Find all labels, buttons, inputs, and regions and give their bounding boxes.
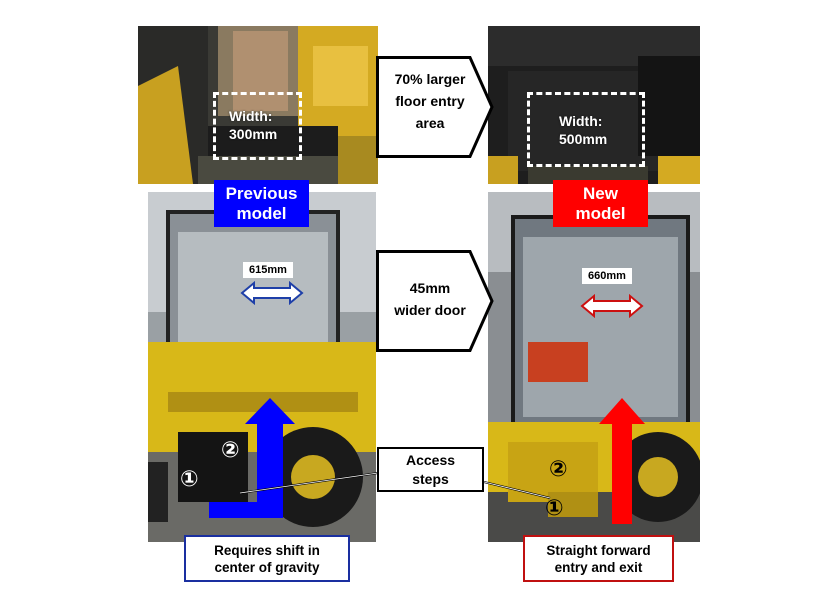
- new-door-width-arrow: [580, 294, 644, 318]
- new-floor-width-box: [527, 92, 645, 167]
- previous-floor-width-label: Width:: [229, 108, 273, 124]
- new-door-width-value: 660mm: [582, 268, 632, 284]
- previous-door-width-value: 615mm: [243, 262, 293, 278]
- new-model-photo: [488, 192, 700, 542]
- previous-caption-line2: center of gravity: [214, 559, 320, 575]
- new-entry-path-arrow: [599, 398, 645, 524]
- new-model-label-line1: New: [583, 183, 618, 203]
- floor-callout-line1: 70% larger: [394, 71, 466, 87]
- door-callout-line1: 45mm: [409, 280, 451, 296]
- access-steps-callout: Access steps: [377, 447, 484, 492]
- previous-caption-line1: Requires shift in: [214, 542, 320, 558]
- new-step-1-marker: ①: [545, 495, 564, 520]
- door-callout-line2: wider door: [394, 302, 466, 318]
- floor-callout-line2: floor entry: [395, 93, 465, 109]
- new-caption-line1: Straight forward: [546, 542, 651, 558]
- access-steps-line1: Access: [405, 452, 456, 468]
- previous-model-label: Previous model: [214, 180, 309, 227]
- previous-model-label-line1: Previous: [225, 183, 298, 203]
- previous-step-1-marker: ①: [180, 466, 199, 491]
- new-floor-width-value: 500mm: [559, 131, 608, 147]
- previous-model-caption: Requires shift in center of gravity: [184, 535, 350, 582]
- previous-model-label-line2: model: [236, 203, 287, 223]
- new-caption-line2: entry and exit: [554, 559, 643, 575]
- previous-floor-photo: [138, 26, 378, 184]
- new-model-label: New model: [553, 180, 648, 227]
- previous-floor-width-box: [213, 92, 302, 160]
- floor-callout-text: 70% larger floor entry area: [380, 68, 480, 134]
- access-steps-line2: steps: [412, 471, 449, 487]
- new-model-label-line2: model: [575, 203, 626, 223]
- door-callout-text: 45mm wider door: [380, 277, 480, 321]
- new-floor-photo: [488, 26, 700, 184]
- previous-step-2-marker: ②: [221, 437, 240, 462]
- floor-callout-line3: area: [415, 115, 445, 131]
- floor-callout-arrow: [376, 56, 494, 158]
- previous-floor-width-value: 300mm: [229, 126, 278, 142]
- new-floor-width-label: Width:: [559, 113, 603, 129]
- door-callout-arrow: [376, 250, 494, 352]
- new-model-caption: Straight forward entry and exit: [523, 535, 674, 582]
- previous-door-width-arrow: [240, 281, 304, 305]
- new-step-2-marker: ②: [549, 456, 568, 481]
